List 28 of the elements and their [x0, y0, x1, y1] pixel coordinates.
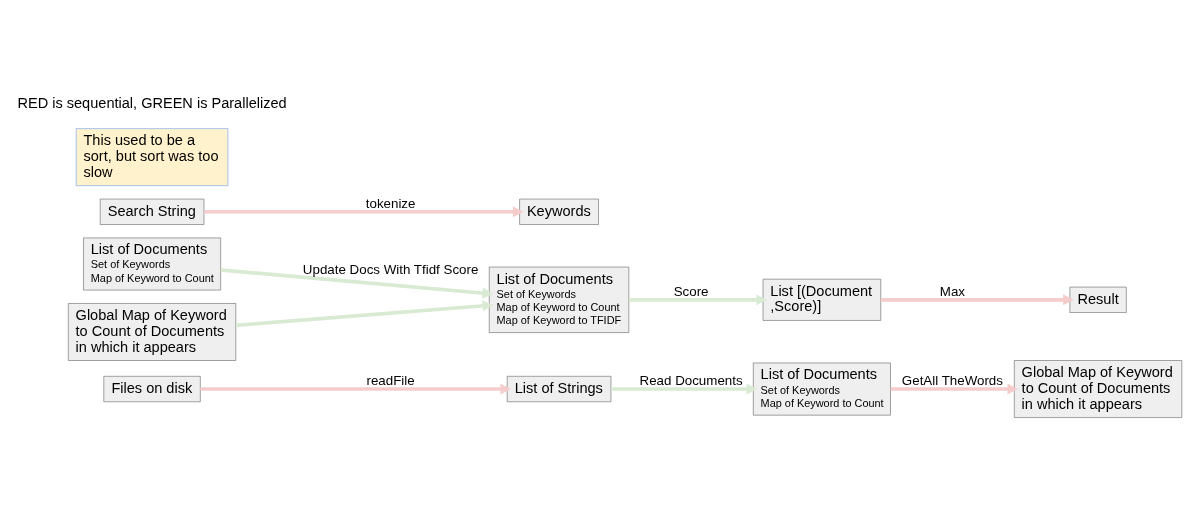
arrow: [200, 383, 511, 395]
label: RED is sequential, GREEN is Parallelized: [17, 95, 287, 112]
edge-label: readFile: [366, 373, 415, 389]
node-box: Result: [1069, 286, 1127, 313]
node-box: List [(Document ,Score)]: [762, 278, 882, 321]
edge-label: tokenize: [365, 195, 416, 211]
arrow: [220, 268, 494, 299]
arrow: [611, 383, 758, 395]
node-box: Global Map of Keyword to Count of Documents in which it appears: [1014, 360, 1183, 418]
node-box: Global Map of Keyword to Count of Documents in which it appears: [68, 303, 237, 361]
node-box: List of Documents Set of Keywords Map of Keyword to Count: [753, 362, 891, 416]
node-box: List of Documents Set of Keywords Map of Keyword to Count Map of Keyword to TFIDF: [488, 266, 630, 333]
edge-label: Score: [673, 283, 709, 299]
arrow: [204, 206, 524, 218]
edge-label: Max: [939, 283, 966, 299]
node-box: Keywords: [519, 198, 599, 225]
node-box: Files on disk: [103, 376, 201, 403]
arrow: [880, 294, 1074, 306]
edge-label: Update Docs With Tfidf Score: [302, 262, 479, 278]
arrow: [628, 294, 767, 306]
arrow: [235, 300, 494, 328]
node-box: This used to be a sort, but sort was too slow: [75, 128, 229, 186]
node-box: List of Documents Set of Keywords Map of Keyword to Count: [83, 237, 221, 291]
arrow: [890, 383, 1019, 395]
edge-label: Read Documents: [639, 373, 743, 389]
node-box: List of Strings: [506, 376, 612, 403]
edge-label: GetAll TheWords: [901, 373, 1003, 389]
node-box: Search String: [99, 198, 205, 225]
